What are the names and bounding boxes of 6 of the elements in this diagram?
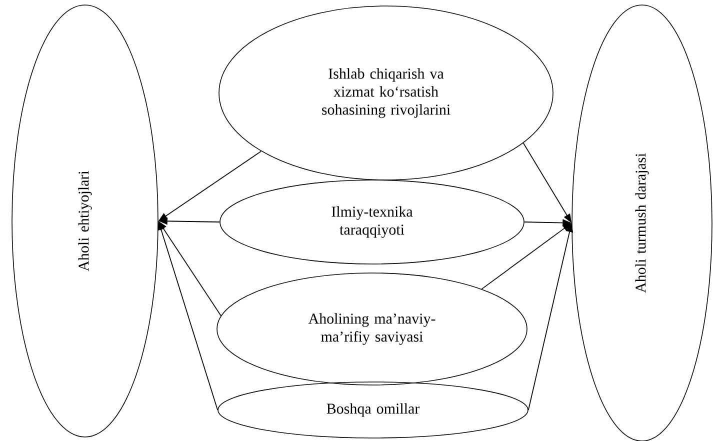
ellipse-node: Aholining ma’naviy-ma’rifiy saviyasi (216, 272, 528, 386)
ellipse-node: Aholi turmush darajasi (572, 4, 712, 441)
ellipse-node: Aholi ehtiyojlari (12, 4, 158, 438)
ellipse-node: Ishlab chiqarish va xizmat ko‘rsatish sohasining rivojlarini (218, 6, 554, 180)
ellipse-node: Ilmiy-texnika taraqqiyoti (220, 180, 524, 264)
ellipse-node: Boshqa omillar (218, 382, 528, 438)
